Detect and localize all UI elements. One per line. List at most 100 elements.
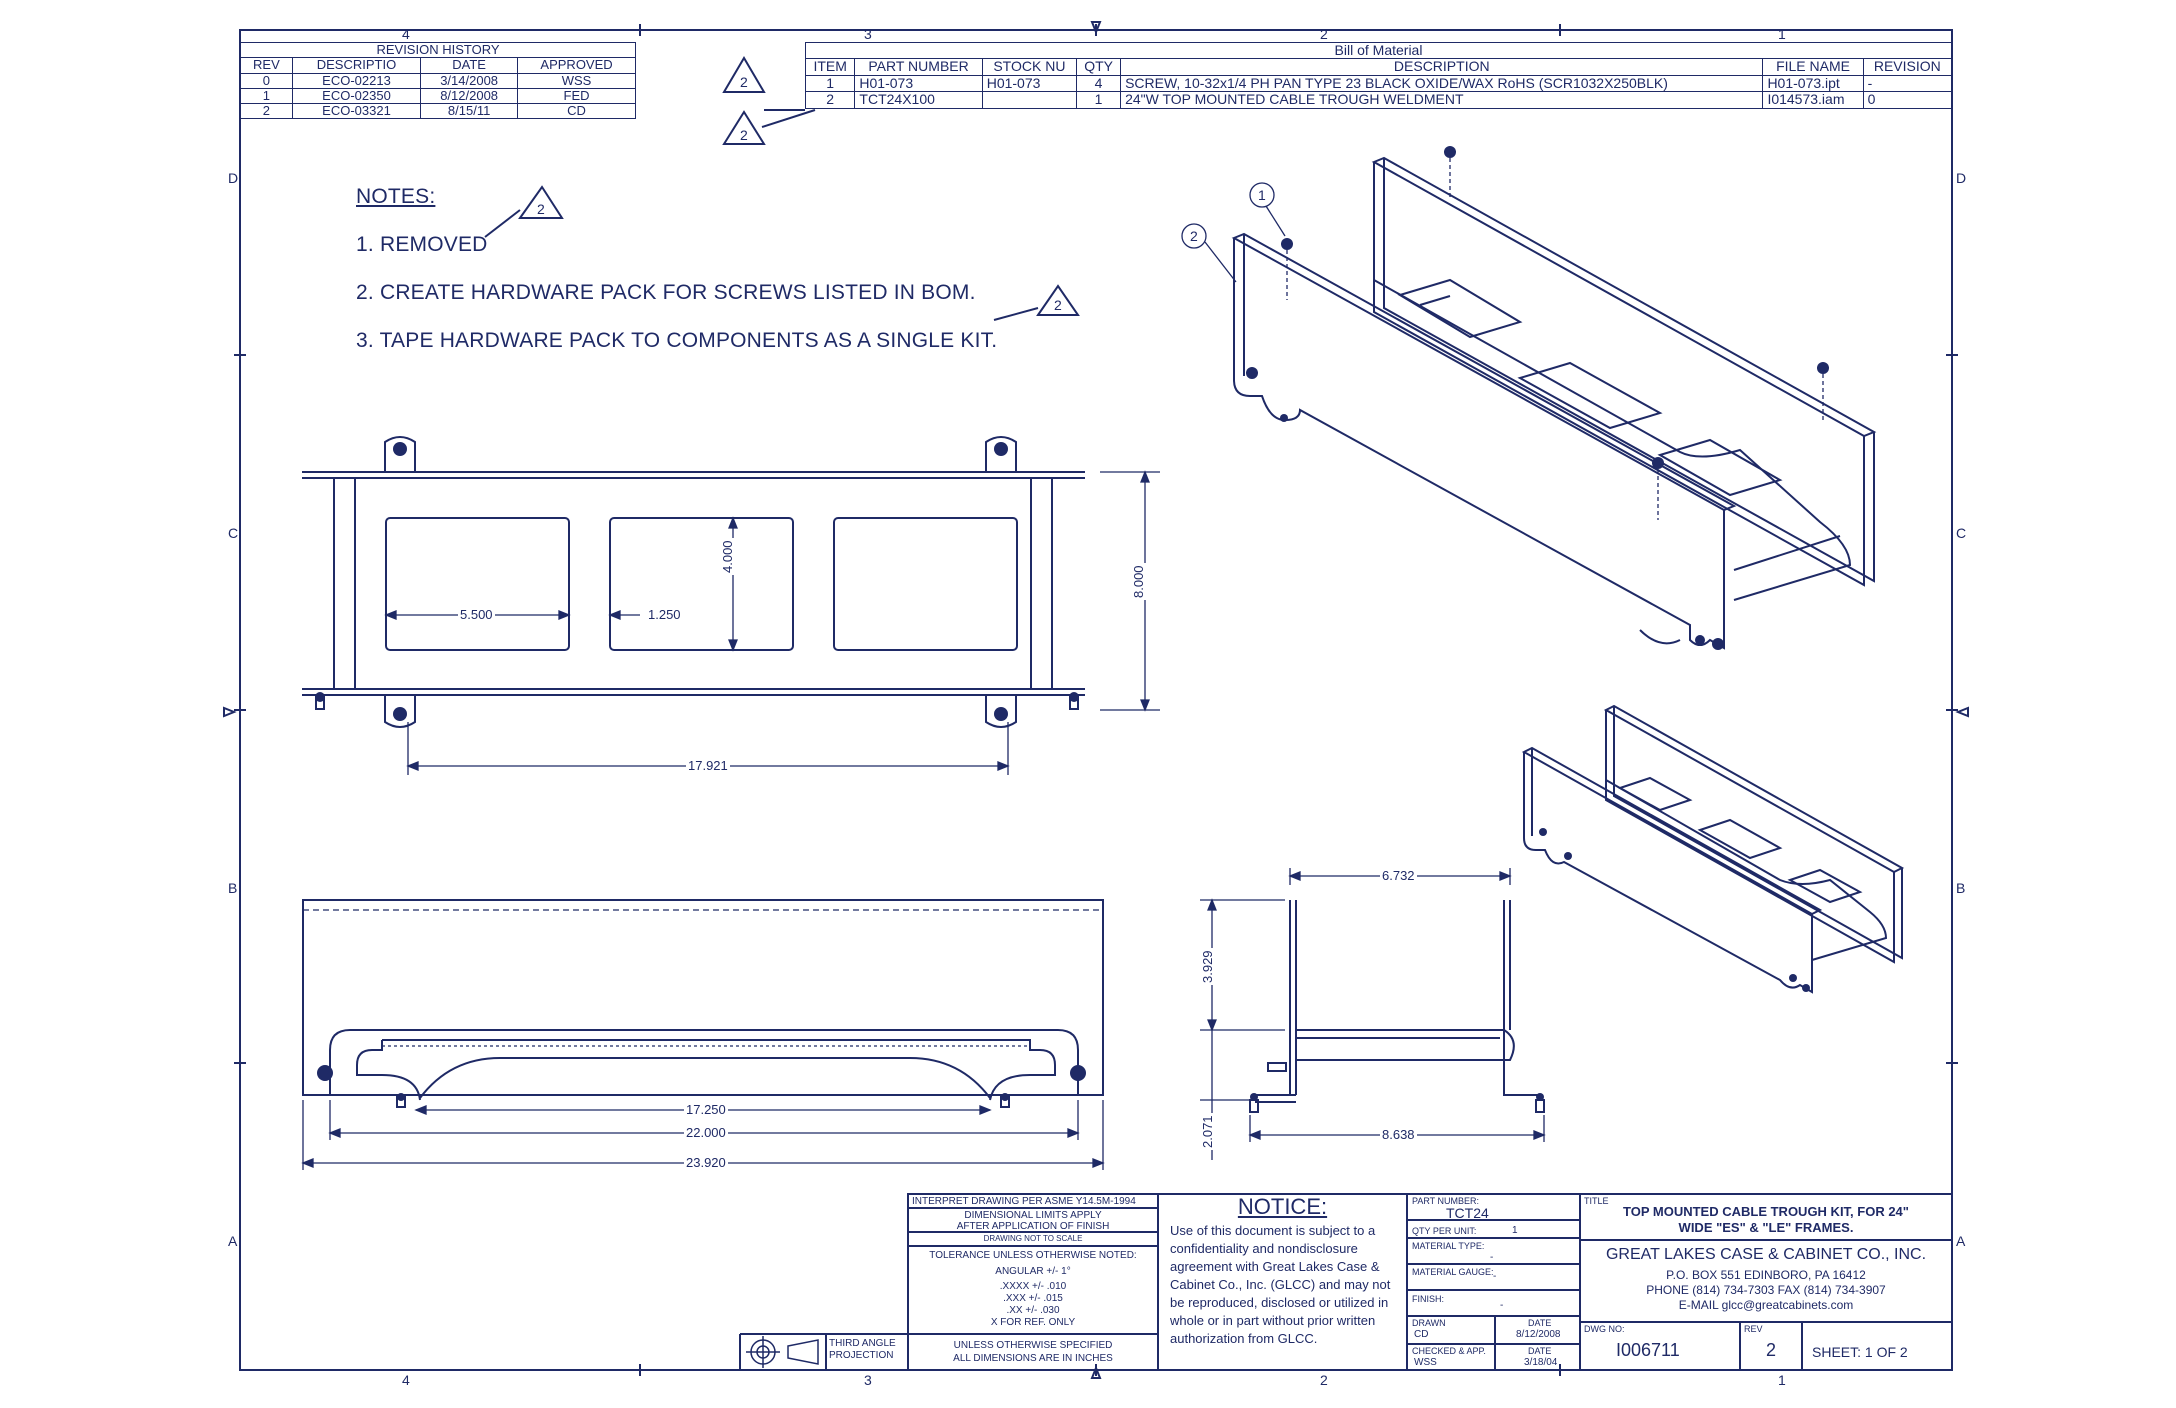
description-col-header: DESCRIPTION <box>1120 58 1764 76</box>
approved-col-header: APPROVED <box>517 57 636 74</box>
revision-col-header: REVISION <box>1862 58 1953 76</box>
qty-per-unit-value: 1 <box>1512 1225 1518 1236</box>
qty-col-header: QTY <box>1076 58 1122 76</box>
dim-overall-length: 23.920 <box>684 1155 728 1170</box>
dim-window-width: 5.500 <box>458 607 495 622</box>
date-cell: 8/12/2008 <box>420 87 519 105</box>
rev-cell: 2 <box>240 103 293 120</box>
rev-marker-note2: 2 <box>1054 297 1062 313</box>
date-cell: 8/15/11 <box>420 103 519 120</box>
dim-hole-spacing: 17.921 <box>686 758 730 773</box>
rev-cell: 1 <box>240 87 293 105</box>
drawn-date-label: DATE <box>1528 1318 1552 1328</box>
material-type-value: - <box>1490 1252 1494 1263</box>
drawn-label: DRAWN <box>1412 1318 1446 1328</box>
approved-cell: FED <box>517 87 636 105</box>
zone-top-4: 4 <box>402 26 410 42</box>
rev-cell: 0 <box>240 72 293 89</box>
front-view <box>302 436 1085 728</box>
qty-cell: 4 <box>1076 74 1122 93</box>
zone-bottom-3: 3 <box>864 1372 872 1388</box>
part-number-col-header: PART NUMBER <box>854 58 983 76</box>
company-phone: PHONE (814) 734-7303 FAX (814) 734-3907 <box>1646 1283 1886 1297</box>
rev-marker-bom2: 2 <box>740 127 748 143</box>
part-number-value: TCT24 <box>1446 1205 1489 1221</box>
qty-per-unit-label: QTY PER UNIT: <box>1412 1226 1477 1236</box>
stock-col-header: STOCK NU <box>981 58 1078 76</box>
dim-end-height: 3.929 <box>1200 948 1215 985</box>
dwg-no-label: DWG NO: <box>1584 1324 1625 1334</box>
zone-right-b: B <box>1956 880 1966 896</box>
zone-left-c: C <box>228 525 239 541</box>
balloon-2 <box>1181 223 1207 249</box>
interpret-note: INTERPRET DRAWING PER ASME Y14.5M-1994 <box>912 1196 1136 1207</box>
checked-date-label: DATE <box>1528 1346 1552 1356</box>
tolerance-xxx: .XXX +/- .015 <box>1003 1293 1063 1304</box>
approved-cell: CD <box>517 103 636 120</box>
checked-value: WSS <box>1414 1357 1437 1368</box>
tolerance-angular: ANGULAR +/- 1° <box>995 1266 1071 1277</box>
rev-triangle-note1 <box>518 185 564 219</box>
company-email: E-MAIL glcc@greatcabinets.com <box>1678 1298 1854 1312</box>
rev-col-header: REV <box>240 57 293 74</box>
title-line-2: WIDE "ES" & "LE" FRAMES. <box>1678 1220 1854 1235</box>
note-line-1: 1. REMOVED <box>356 233 488 256</box>
table-row: 0 ECO-02213 3/14/2008 WSS <box>240 72 636 89</box>
not-to-scale: DRAWING NOT TO SCALE <box>983 1234 1083 1243</box>
notes-heading: NOTES: <box>356 185 436 208</box>
description-cell: SCREW, 10-32x1/4 PH PAN TYPE 23 BLACK OX… <box>1120 74 1764 93</box>
revision-cell: - <box>1862 74 1953 93</box>
rev-triangle-bom1 <box>722 56 766 93</box>
balloon-1 <box>1249 182 1275 208</box>
desc-cell: ECO-02213 <box>291 72 422 89</box>
projection-label: THIRD ANGLE PROJECTION <box>829 1338 896 1361</box>
material-gauge-label: MATERIAL GAUGE: <box>1412 1267 1494 1277</box>
dimensions-in-inches: ALL DIMENSIONS ARE IN INCHES <box>953 1353 1113 1364</box>
revision-history-title: REVISION HISTORY <box>240 41 636 59</box>
desc-cell: ECO-02350 <box>291 87 422 105</box>
file-name-cell: H01-073.ipt <box>1762 74 1864 93</box>
item-cell: 1 <box>804 74 856 93</box>
revision-cell: 0 <box>1862 91 1953 109</box>
rev-marker-note1: 2 <box>537 201 545 217</box>
balloon-item-2-label: 2 <box>1190 228 1198 244</box>
drawing-number: I006711 <box>1616 1340 1680 1360</box>
revision-history-table: REVISION HISTORY REV DESCRIPTIO DATE APP… <box>240 41 636 120</box>
side-view <box>302 899 1104 1108</box>
company-name: GREAT LAKES CASE & CABINET CO., INC. <box>1605 1246 1927 1263</box>
dim-limits-line1: DIMENSIONAL LIMITS APPLY <box>964 1210 1102 1221</box>
tolerance-xx: .XX +/- .030 <box>1006 1305 1060 1316</box>
tolerance-heading: TOLERANCE UNLESS OTHERWISE NOTED: <box>929 1250 1137 1261</box>
zone-top-1: 1 <box>1778 26 1786 42</box>
desc-col-header: DESCRIPTIO <box>291 57 422 74</box>
part-number-cell: H01-073 <box>854 74 983 93</box>
checked-label: CHECKED & APP. <box>1412 1346 1486 1356</box>
sheet-border <box>239 29 1953 1371</box>
note-line-3: 3. TAPE HARDWARE PACK TO COMPONENTS AS A… <box>356 329 998 352</box>
zone-bottom-2: 2 <box>1320 1372 1328 1388</box>
item-cell: 2 <box>804 91 856 109</box>
dim-inner-length: 17.250 <box>684 1102 728 1117</box>
third-angle-symbol <box>746 1336 819 1368</box>
file-name-cell: I014573.iam <box>1762 91 1864 109</box>
zone-left-b: B <box>228 880 238 896</box>
end-view <box>1249 900 1545 1113</box>
zone-bottom-1: 1 <box>1778 1372 1786 1388</box>
checked-date-value: 3/18/04 <box>1524 1357 1558 1368</box>
bill-of-material-table: Bill of Material ITEM PART NUMBER STOCK … <box>804 41 1953 109</box>
table-row: 2 TCT24X100 1 24"W TOP MOUNTED CABLE TRO… <box>804 91 1953 109</box>
date-col-header: DATE <box>420 57 519 74</box>
qty-cell: 1 <box>1076 91 1122 109</box>
notice-heading: NOTICE: <box>1237 1194 1328 1219</box>
drawn-value: CD <box>1414 1329 1429 1340</box>
tolerance-xxxx: .XXXX +/- .010 <box>999 1281 1067 1292</box>
unless-specified: UNLESS OTHERWISE SPECIFIED <box>953 1340 1113 1351</box>
table-row: 1 ECO-02350 8/12/2008 FED <box>240 87 636 105</box>
title-line-1: TOP MOUNTED CABLE TROUGH KIT, FOR 24" <box>1623 1204 1909 1219</box>
stock-cell: H01-073 <box>981 74 1078 93</box>
iso-view-small <box>1521 704 1905 994</box>
rev-marker-bom1: 2 <box>740 74 748 90</box>
dim-end-bottom-width: 8.638 <box>1380 1127 1417 1142</box>
balloon-item-1-label: 1 <box>1258 187 1266 203</box>
